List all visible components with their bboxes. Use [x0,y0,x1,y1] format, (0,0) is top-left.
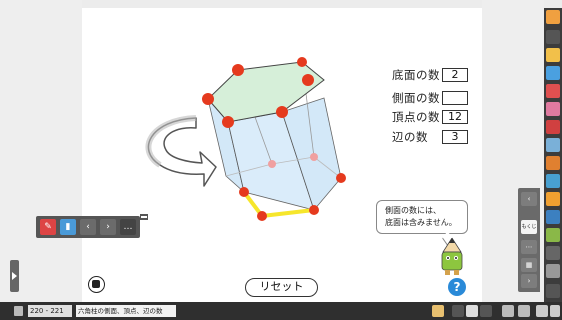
answer-label: 側面の数 [392,91,440,105]
prev-page-icon[interactable] [452,305,464,317]
right-toolbar [544,8,562,302]
pointer-icon[interactable] [546,48,560,62]
hidden-edge [225,163,273,177]
hidden-vertex-dot [310,153,318,161]
book-icon[interactable] [14,306,23,316]
answer-input-vertices[interactable]: 12 [442,110,468,124]
eraser-icon[interactable]: ▮ [60,219,76,235]
floating-tool-palette: ✎ ▮ ‹ › … [36,216,140,238]
vertex-dot [202,93,214,105]
expand-left-panel-tab[interactable] [10,260,19,292]
answer-label: 頂点の数 [392,110,440,124]
vertex-dot [336,173,346,183]
bookmark-icon[interactable] [466,305,478,317]
pen-tool-icon[interactable] [546,120,560,134]
vertex-dot [309,205,319,215]
vertex-dot [222,116,234,128]
stamp-icon[interactable] [546,228,560,242]
pencil-mascot-icon [441,238,463,275]
hand-icon[interactable] [546,10,560,24]
left-margin [0,0,82,302]
answer-row-vertices: 頂点の数 12 [392,109,468,125]
prev-section-icon[interactable]: ⋯ [521,240,537,254]
shapes-icon[interactable] [546,102,560,116]
rotate-arrow-icon[interactable] [145,115,217,187]
camera-icon[interactable] [88,276,105,293]
hidden-edge [271,156,315,165]
timer-icon[interactable] [546,264,560,278]
vertex-dot [297,57,307,67]
side-navigation: ‹ もくじ ⋯ ▦ › [518,188,540,292]
vertex-dot [239,187,249,197]
answer-label: 辺の数 [392,130,428,144]
marker-icon[interactable] [546,84,560,98]
network-icon[interactable] [502,305,514,317]
vertex-dot [257,211,267,221]
answer-row-edges: 辺の数 3 [392,129,468,145]
mokuji-button[interactable]: もくじ [521,220,537,234]
display-icon[interactable] [518,305,530,317]
scroll-down-icon[interactable] [546,284,560,298]
answer-input-bases[interactable]: 2 [442,68,468,82]
hint-speech-bubble: 側面の数には、 底面は含みません。 [376,200,468,234]
hidden-edge [313,156,342,179]
answer-row-sides: 側面の数 [392,90,468,106]
mask-icon[interactable] [546,174,560,188]
page-up-icon[interactable]: ‹ [521,192,537,206]
undo-icon[interactable]: ‹ [80,219,96,235]
bottom-bar: 220 - 221 六角柱の側面、頂点、辺の数 [0,302,562,320]
answer-row-bases: 底面の数 2 [392,67,468,83]
grid-icon[interactable]: ▦ [521,258,537,272]
vertex-dot [302,74,314,86]
gear-icon[interactable] [550,305,560,317]
reset-button[interactable]: リセット [245,278,318,297]
note-icon[interactable] [432,305,444,317]
palette-minimize-button[interactable] [140,214,148,220]
settings-icon[interactable] [546,246,560,260]
prism-vertices [202,57,346,221]
zoom-icon[interactable] [546,66,560,80]
ruler-icon[interactable] [546,156,560,170]
collapse-icon[interactable] [546,30,560,44]
answer-input-edges[interactable]: 3 [442,130,468,144]
redo-icon[interactable]: › [100,219,116,235]
lesson-title-chip[interactable]: 六角柱の側面、頂点、辺の数 [76,305,176,317]
vertex-dot [276,106,288,118]
eraser-tool-icon[interactable] [546,138,560,152]
hint-line-2: 底面は含みません。 [385,218,457,227]
hint-line-1: 側面の数には、 [385,206,441,215]
help-icon[interactable]: ? [448,278,466,296]
more-icon[interactable]: … [120,219,136,235]
vertex-dot [232,64,244,76]
page-range-chip[interactable]: 220 - 221 [28,305,72,317]
image-icon[interactable] [546,210,560,224]
answer-label: 底面の数 [392,68,440,82]
question-icon[interactable] [536,305,548,317]
answer-input-sides[interactable] [442,91,468,105]
hidden-vertex-dot [268,160,276,168]
page-down-icon[interactable]: › [521,274,537,288]
sticky-note-icon[interactable] [546,192,560,206]
pen-icon[interactable]: ✎ [40,219,56,235]
next-page-icon[interactable] [480,305,492,317]
